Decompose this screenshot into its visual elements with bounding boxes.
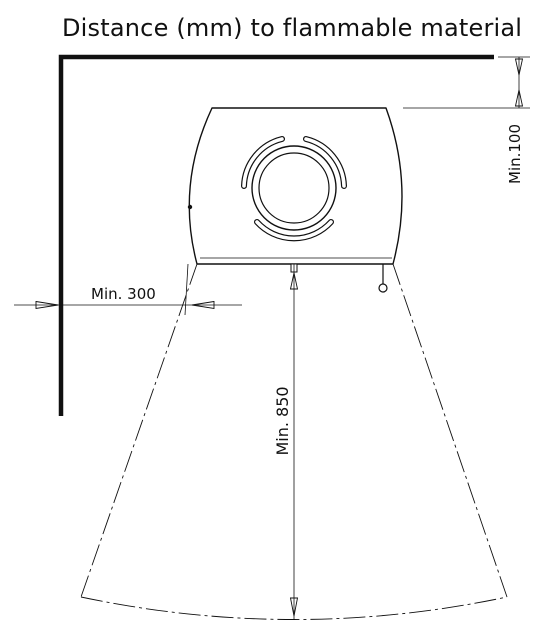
rear-clearance-label: Min.100: [506, 124, 524, 184]
front-clearance-label: Min. 850: [273, 386, 292, 455]
wall-line: [58, 54, 494, 416]
side-clearance-dimension: Min. 300: [14, 263, 242, 316]
side-clearance-label: Min. 300: [91, 285, 156, 303]
rear-clearance-dimension: Min.100: [403, 56, 530, 184]
handle-icon: [378, 264, 388, 293]
burner-outlet-icon: [241, 136, 347, 242]
front-clearance-dimension: Min. 850: [273, 264, 299, 620]
diagram-title: Distance (mm) to flammable material: [62, 14, 523, 42]
